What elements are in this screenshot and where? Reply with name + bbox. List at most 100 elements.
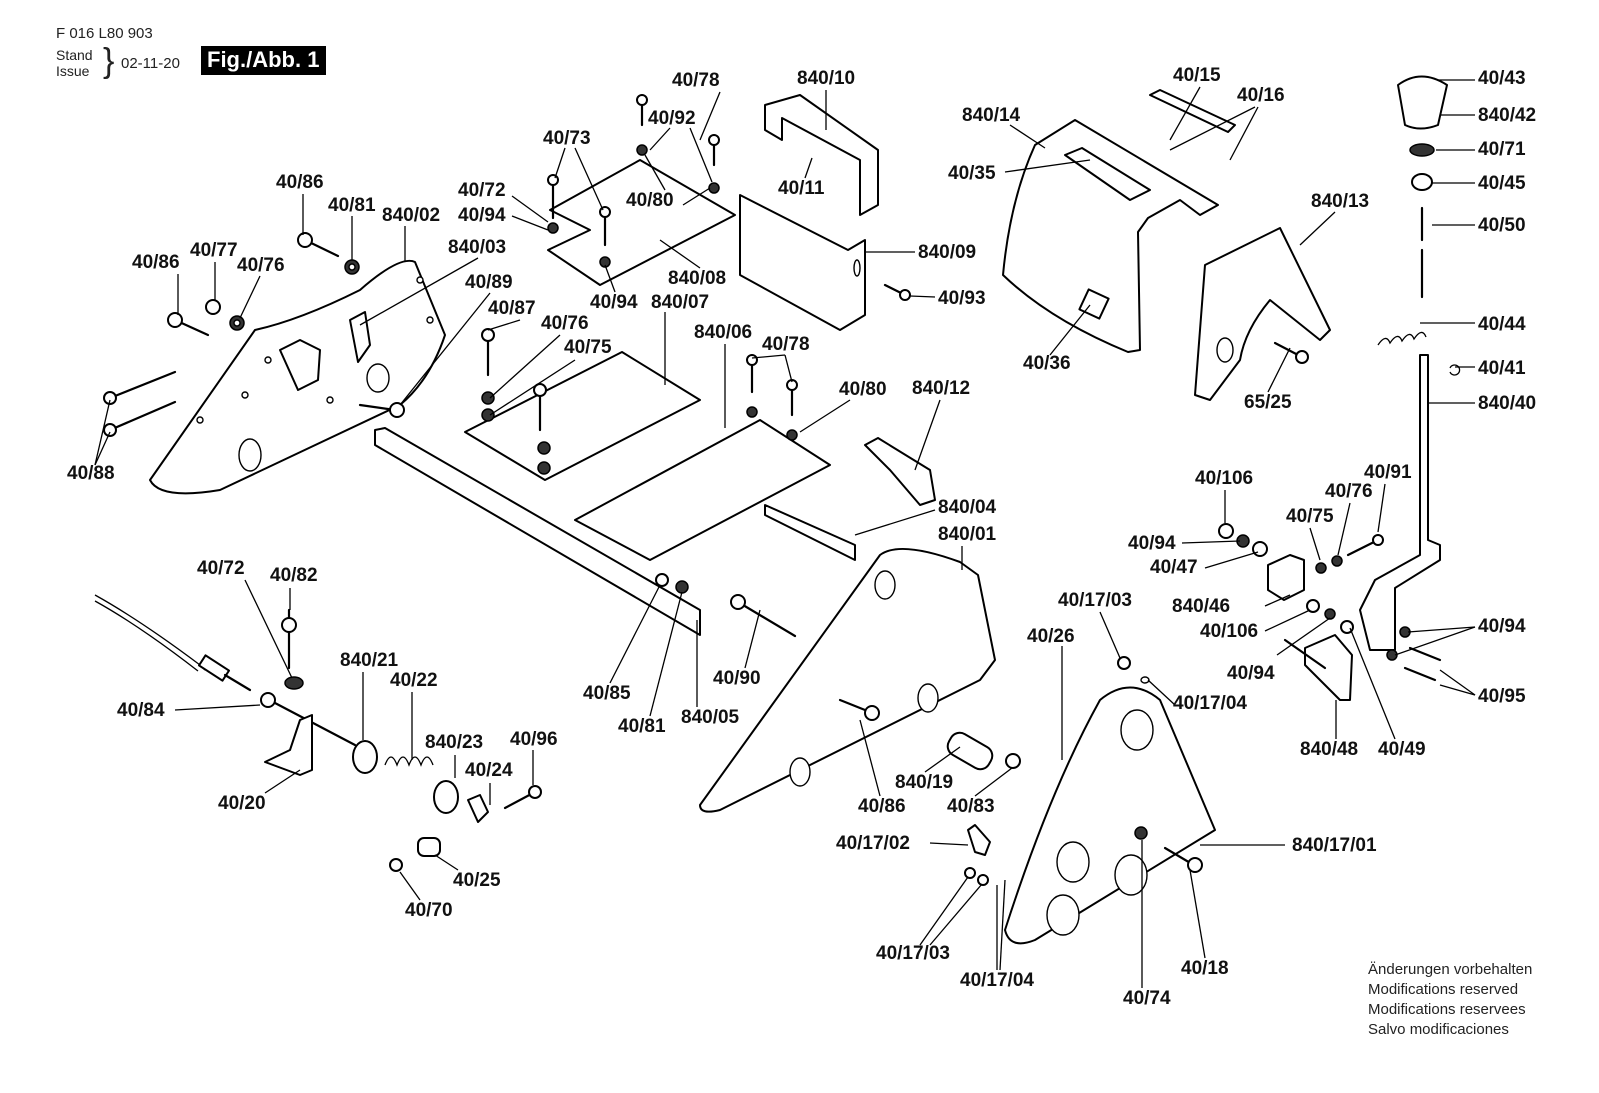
leader-line (909, 295, 936, 298)
callout-label: 40/45 (1478, 173, 1526, 194)
callout-label: 40/80 (626, 190, 674, 211)
callout-label: 40/43 (1478, 68, 1526, 89)
leader-line (751, 354, 786, 359)
callout-label: 40/26 (1027, 626, 1075, 647)
callout-label: 40/15 (1173, 65, 1221, 86)
stand-label: Stand (56, 47, 93, 63)
callout-label: 840/46 (1172, 596, 1231, 617)
callout-label: 40/81 (328, 195, 376, 216)
leader-line (974, 767, 1013, 797)
callout-label: 40/47 (1150, 557, 1198, 578)
callout-label: 840/06 (694, 322, 753, 343)
callout-label: 40/76 (1325, 481, 1373, 502)
callout-label: 840/04 (938, 497, 997, 518)
leader-line (1099, 611, 1121, 659)
callout-label: 840/40 (1478, 393, 1537, 414)
callout-label: 40/75 (564, 337, 612, 358)
leader-line (689, 127, 713, 183)
callout-label: 40/88 (67, 463, 115, 484)
disclaimer-line-en: Modifications reserved (1368, 981, 1519, 998)
callout-label: 40/17/04 (1173, 693, 1247, 714)
callout-label: 40/86 (276, 172, 324, 193)
callout-label: 840/03 (448, 237, 507, 258)
leader-line (434, 854, 459, 871)
leader-line (1377, 483, 1386, 533)
hood-side-plate-840-13 (1194, 227, 1331, 401)
leader-line (1009, 124, 1046, 149)
callout-label: 40/44 (1478, 314, 1526, 335)
leader-line (1439, 684, 1476, 696)
callout-label: 40/85 (583, 683, 631, 704)
callout-label: 840/02 (382, 205, 441, 226)
leader-line (239, 275, 261, 319)
callout-label: 40/17/04 (960, 970, 1034, 991)
callout-label: 40/106 (1195, 468, 1254, 489)
callout-label: 40/17/03 (1058, 590, 1132, 611)
leader-line (1299, 211, 1336, 246)
callout-label: 840/17/01 (1292, 835, 1377, 856)
callout-label: 840/42 (1478, 105, 1537, 126)
callout-label: 840/01 (938, 524, 997, 545)
callout-label: 40/41 (1478, 358, 1526, 379)
bracket-840-12 (864, 437, 936, 506)
callout-label: 40/22 (390, 670, 438, 691)
leader-line (554, 147, 566, 179)
callout-label: 40/94 (1227, 663, 1275, 684)
leader-line (94, 399, 111, 466)
leader-line (94, 431, 111, 466)
callout-label: 840/19 (895, 772, 954, 793)
callout-label: 40/17/03 (876, 943, 950, 964)
callout-label: 40/73 (543, 128, 591, 149)
leader-line (659, 239, 701, 269)
leader-line (919, 876, 969, 946)
leader-line (1264, 594, 1291, 607)
leader-line (784, 354, 793, 383)
stand-issue-label: Stand Issue (56, 47, 93, 79)
leader-line (1309, 527, 1321, 561)
callout-label: 40/50 (1478, 215, 1526, 236)
callout-label: 40/24 (465, 760, 513, 781)
leader-line (744, 609, 761, 669)
leader-line (799, 399, 851, 433)
leader-line (264, 769, 301, 794)
leader-line (649, 127, 671, 151)
lever-assembly (1359, 75, 1461, 651)
leader-line (487, 319, 521, 331)
leader-line (1394, 626, 1476, 656)
callout-label: 840/14 (962, 105, 1021, 126)
callout-label: 40/92 (648, 108, 696, 129)
leader-line (1169, 86, 1201, 141)
callout-label: 40/106 (1200, 621, 1259, 642)
leader-line (1004, 159, 1091, 173)
leader-line (914, 399, 941, 471)
disclaimer-line-de: Änderungen vorbehalten (1368, 961, 1533, 978)
leader-line (1276, 617, 1331, 656)
leader-line (1229, 106, 1259, 161)
base-plates (374, 328, 856, 636)
callout-label: 40/87 (488, 298, 536, 319)
disclaimer-line-es: Salvo modificaciones (1368, 1021, 1509, 1038)
leader-line (1407, 626, 1476, 633)
callout-label: 840/09 (918, 242, 977, 263)
leader-line (929, 842, 969, 846)
leader-line (1181, 540, 1241, 544)
callout-label: 40/96 (510, 729, 558, 750)
callout-label: 40/11 (778, 178, 825, 199)
callout-label: 40/93 (938, 288, 986, 309)
callout-label: 40/81 (618, 716, 666, 737)
leader-line (399, 292, 491, 406)
callout-label: 40/25 (453, 870, 501, 891)
linkage-hardware (1218, 523, 1442, 701)
callout-label: 40/89 (465, 272, 513, 293)
leader-line (644, 154, 666, 191)
right-side-plate (699, 547, 1021, 813)
callout-label: 40/84 (117, 700, 165, 721)
callout-label: 40/83 (947, 796, 995, 817)
callout-label: 40/49 (1378, 739, 1426, 760)
leader-line (511, 215, 549, 231)
callout-label: 40/94 (590, 292, 638, 313)
callout-label: 40/80 (839, 379, 887, 400)
leader-line (1147, 679, 1176, 706)
callout-label: 840/13 (1311, 191, 1370, 212)
leader-line (929, 883, 983, 946)
